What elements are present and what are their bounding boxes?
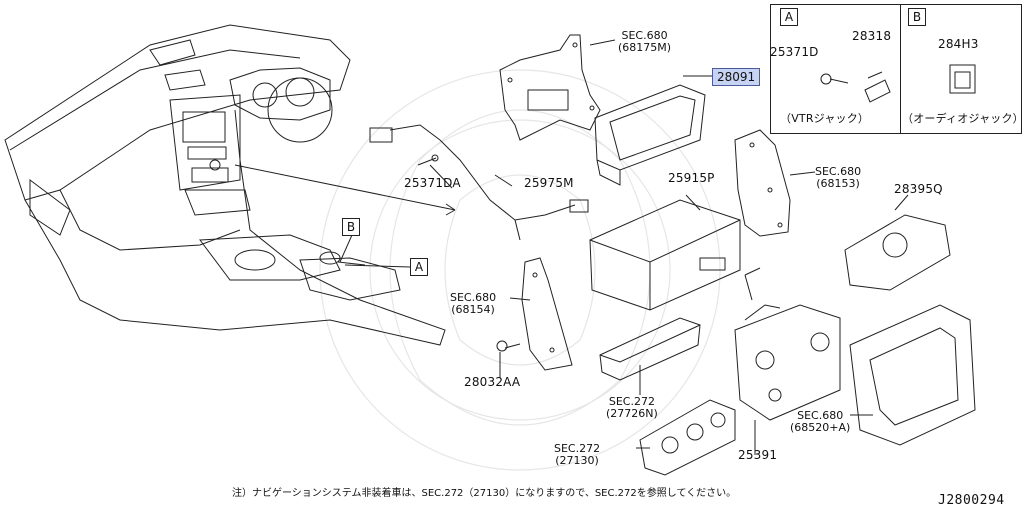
section-number: (27130) <box>555 454 599 467</box>
inset-a-tag: A <box>780 8 798 26</box>
inset-a-drawing <box>820 71 891 103</box>
section-ref-68154: SEC.680 (68154) <box>450 292 496 316</box>
footer-note: 注）ナビゲーションシステム非装着車は、SEC.272（27130）になりますので… <box>232 488 737 499</box>
climate-control-27130 <box>639 399 736 476</box>
inset-a-part-28318: 28318 <box>852 29 892 43</box>
highlight-part-28091[interactable]: 28091 <box>712 68 761 86</box>
inset-b-tag: B <box>908 8 926 26</box>
inset-frame <box>770 4 1022 134</box>
module-27726n <box>599 317 701 381</box>
section-code: SEC.680 <box>621 29 668 42</box>
leader-lines <box>234 39 909 455</box>
inset-divider <box>900 4 901 134</box>
part-label-28395q: 28395Q <box>894 182 943 196</box>
bracket-68153 <box>734 129 791 237</box>
bracket-68154 <box>521 257 573 371</box>
section-ref-68520a: SEC.680 (68520+A) <box>790 410 850 434</box>
harness-25975m <box>369 124 589 241</box>
inset-b-drawing <box>949 64 976 94</box>
watermark-emblem <box>319 69 721 471</box>
section-number: (68153) <box>816 177 860 190</box>
inset-a-caption: （VTRジャック） <box>780 112 870 125</box>
section-ref-68153: SEC.680 (68153) <box>815 166 861 190</box>
section-code: SEC.272 <box>608 395 655 408</box>
part-label-25915p: 25915P <box>668 171 715 185</box>
section-code: SEC.680 <box>450 291 497 304</box>
section-ref-27726n: SEC.272 (27726N) <box>606 396 658 420</box>
dash-tag-leaders <box>339 234 353 263</box>
dashboard-illustration <box>4 24 446 346</box>
inset-a-part-25371d: 25371D <box>770 45 819 59</box>
bracket-68175m <box>499 34 601 141</box>
section-number: (27726N) <box>606 407 658 420</box>
display-unit-28091 <box>594 84 706 186</box>
dash-tag-a: A <box>410 258 428 276</box>
section-ref-27130: SEC.272 (27130) <box>554 443 600 467</box>
section-code: SEC.680 <box>815 165 862 178</box>
inset-b-caption: （オーディオジャック） <box>902 112 1024 125</box>
section-number: (68520+A) <box>790 421 851 434</box>
dash-tag-b: B <box>342 218 360 236</box>
switch-28395q <box>844 214 951 291</box>
part-label-25975m: 25975M <box>524 176 574 190</box>
part-label-28032aa: 28032AA <box>464 375 521 389</box>
section-number: (68175M) <box>618 41 672 54</box>
part-label-25371da: 25371DA <box>404 176 461 190</box>
inset-b-part-284h3: 284H3 <box>938 37 979 51</box>
finisher-68520a <box>849 304 976 446</box>
section-code: SEC.272 <box>554 442 601 455</box>
section-ref-68175m: SEC.680 (68175M) <box>618 30 671 54</box>
section-code: SEC.680 <box>797 409 844 422</box>
section-number: (68154) <box>451 303 495 316</box>
diagram-code: J2800294 <box>938 493 1005 508</box>
head-unit-25391 <box>734 267 841 421</box>
screw-28032aa <box>496 340 521 352</box>
part-label-25391: 25391 <box>738 448 778 462</box>
av-unit-25915p <box>589 199 741 311</box>
